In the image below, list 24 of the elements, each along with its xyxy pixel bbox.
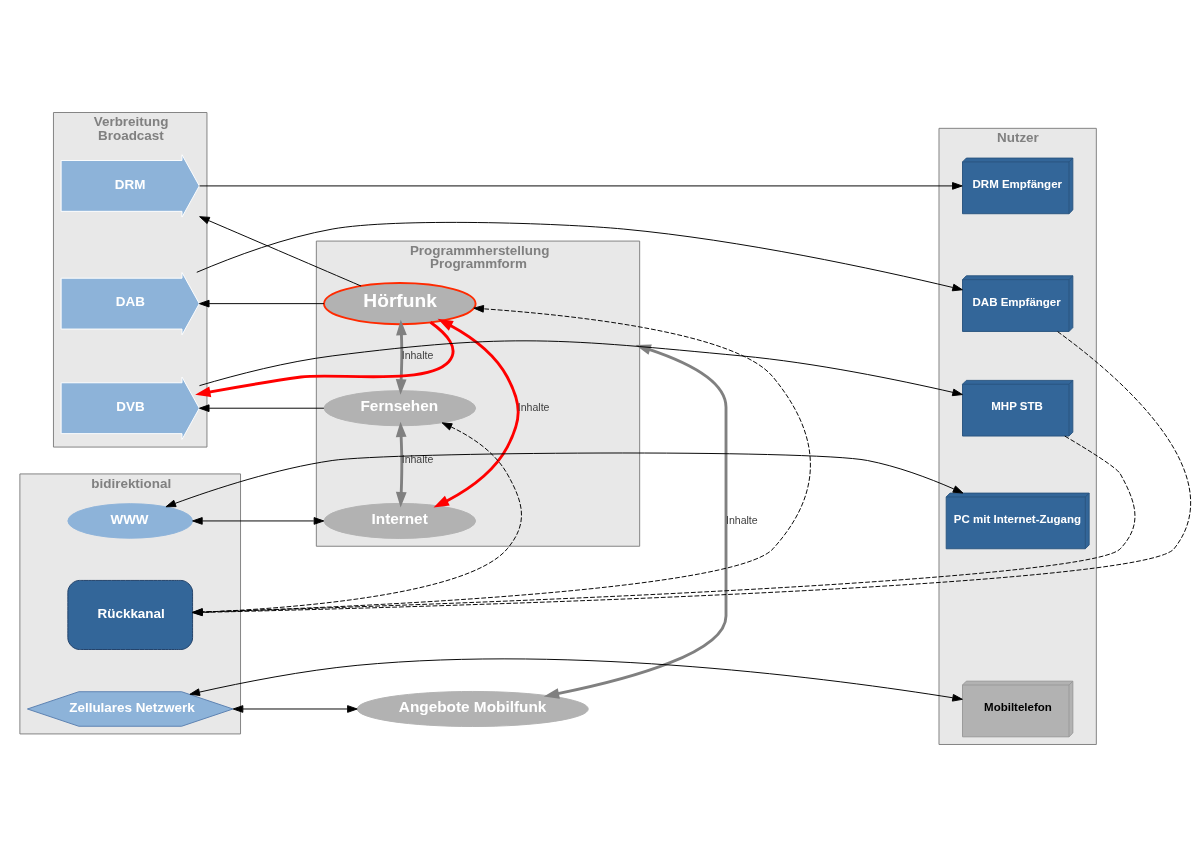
arrow bbox=[199, 339, 963, 396]
node-ellipse: Angebote Mobilfunk bbox=[356, 690, 589, 727]
edge-label: Inhalte bbox=[726, 513, 758, 526]
arrow bbox=[232, 704, 358, 713]
arrow bbox=[433, 318, 520, 507]
arrow bbox=[395, 319, 407, 395]
arrow bbox=[198, 299, 325, 307]
arrow bbox=[195, 320, 455, 397]
arrow bbox=[192, 421, 522, 613]
node-box: Rückkanal bbox=[67, 579, 194, 650]
arrow bbox=[196, 221, 963, 291]
arrow bbox=[395, 421, 407, 507]
arrow bbox=[192, 516, 325, 525]
arrow bbox=[189, 658, 963, 702]
node-ellipse: Internet bbox=[323, 502, 477, 539]
node-ellipse: WWW bbox=[67, 502, 194, 539]
arrow bbox=[199, 215, 362, 286]
arrow bbox=[165, 452, 964, 507]
arrow bbox=[199, 181, 963, 190]
node-ellipse: Fernsehen bbox=[323, 389, 477, 426]
arrow bbox=[192, 304, 811, 613]
arrow bbox=[198, 403, 325, 412]
arrow bbox=[543, 344, 728, 699]
node-ellipse: Hörfunk bbox=[323, 281, 477, 325]
